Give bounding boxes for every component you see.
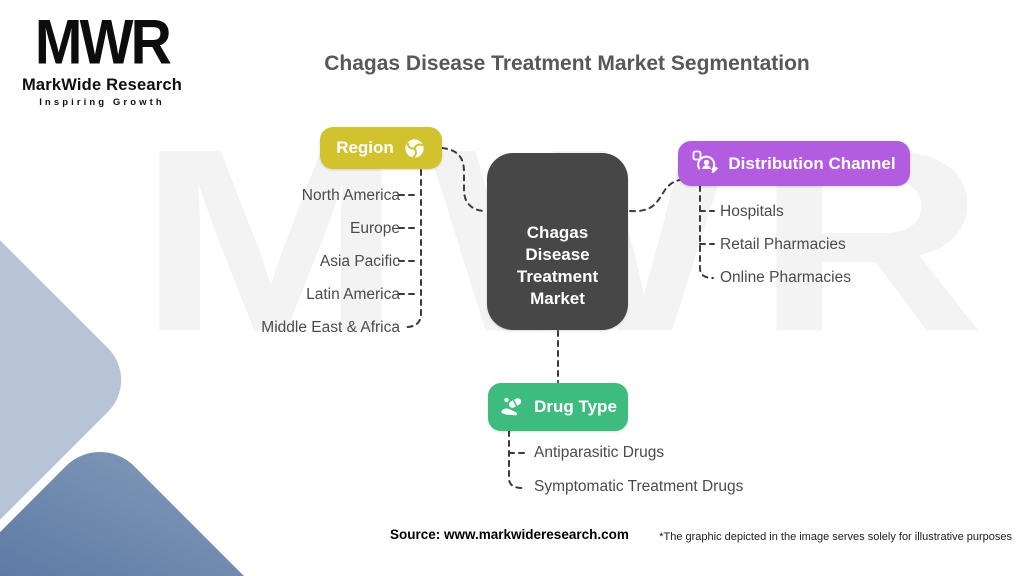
drug-type-node-label: Drug Type bbox=[534, 397, 617, 416]
region-node-label: Region bbox=[336, 138, 394, 157]
list-item-latin-america: Latin America bbox=[306, 286, 400, 303]
drug-items-list: Antiparasitic Drugs Symptomatic Treatmen… bbox=[534, 436, 743, 504]
center-node-chagas-market: Chagas Disease Treatment Market bbox=[487, 153, 628, 330]
distributor-person-edit-icon bbox=[692, 150, 719, 177]
list-item-antiparasitic-drugs: Antiparasitic Drugs bbox=[534, 444, 665, 461]
list-item-hospitals: Hospitals bbox=[720, 203, 784, 220]
source-attribution: Source: www.markwideresearch.com bbox=[390, 527, 629, 542]
list-item-europe: Europe bbox=[350, 220, 400, 237]
page-title: Chagas Disease Treatment Market Segmenta… bbox=[324, 52, 810, 75]
drug-type-node: Drug Type bbox=[488, 383, 628, 431]
disclaimer-note: *The graphic depicted in the image serve… bbox=[659, 531, 1012, 543]
list-item-north-america: North America bbox=[301, 187, 400, 204]
markwide-research-logo: MWR MarkWide Research Inspiring Growth bbox=[20, 7, 184, 108]
hand-holding-pill-icon bbox=[499, 394, 526, 421]
logo-company-name: MarkWide Research bbox=[21, 76, 183, 94]
logo-tagline: Inspiring Growth bbox=[39, 97, 165, 108]
list-item-symptomatic-treatment-drugs: Symptomatic Treatment Drugs bbox=[534, 478, 744, 495]
logo-mark: MWR bbox=[34, 7, 172, 78]
distribution-channel-node: Distribution Channel bbox=[678, 141, 910, 186]
region-node: Region bbox=[320, 127, 442, 169]
globe-icon bbox=[403, 137, 426, 160]
list-item-online-pharmacies: Online Pharmacies bbox=[720, 269, 851, 286]
list-item-asia-pacific: Asia Pacific bbox=[319, 253, 400, 270]
list-item-retail-pharmacies: Retail Pharmacies bbox=[720, 236, 846, 253]
region-items-list: North America Europe Asia Pacific Latin … bbox=[140, 179, 400, 344]
distribution-items-list: Hospitals Retail Pharmacies Online Pharm… bbox=[720, 195, 851, 294]
list-item-middle-east-africa: Middle East & Africa bbox=[261, 319, 400, 336]
distribution-channel-node-label: Distribution Channel bbox=[728, 153, 896, 173]
connector-drug-trunk bbox=[508, 430, 524, 489]
